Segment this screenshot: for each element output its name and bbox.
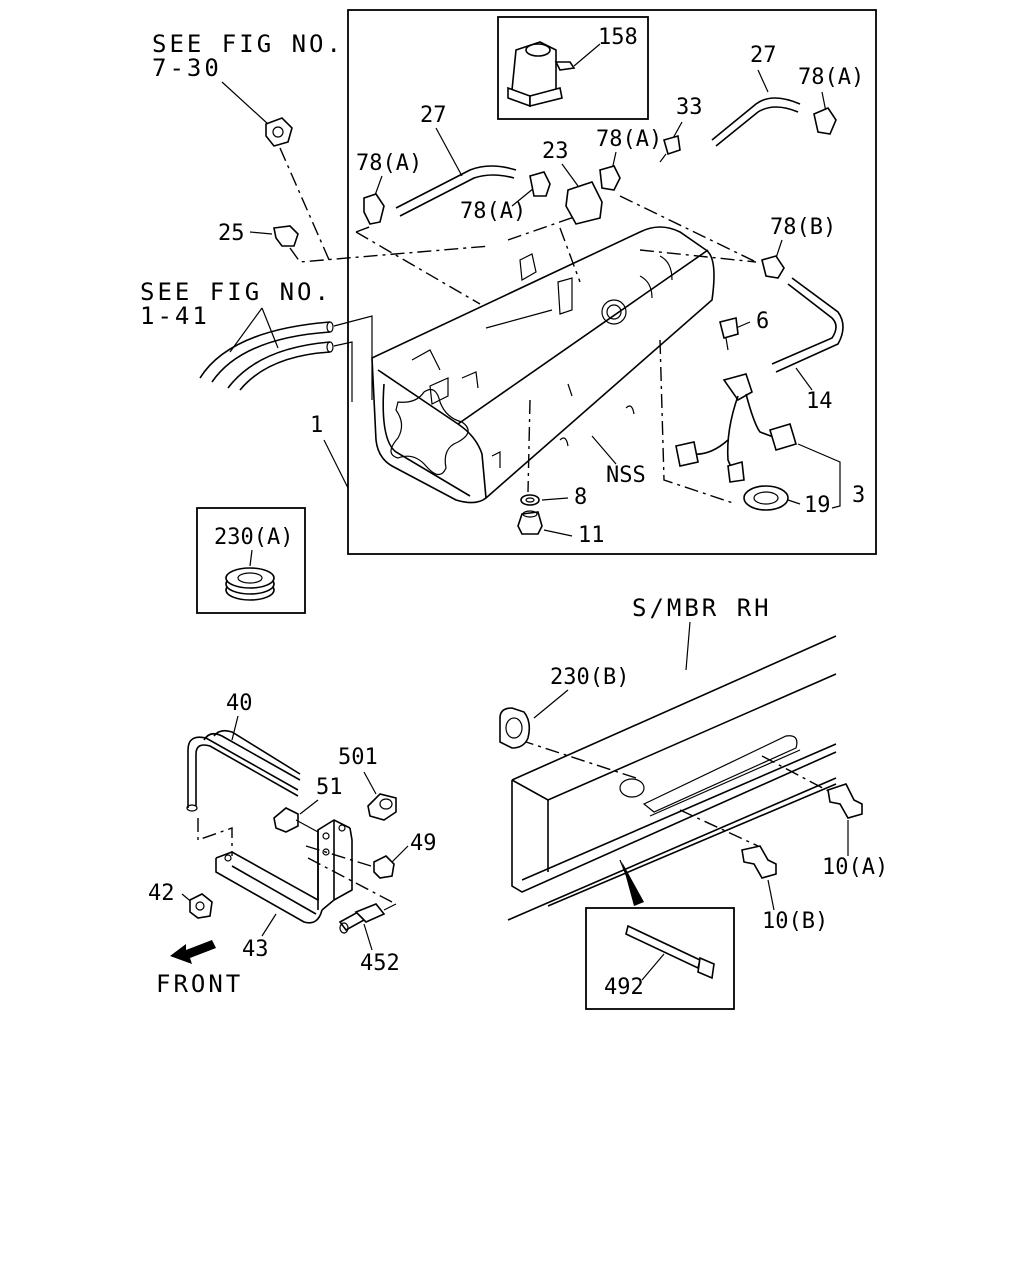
part-78a-clamp-right [813, 107, 837, 135]
callout-nss: NSS [606, 463, 646, 488]
part-452-fitting [338, 903, 386, 934]
part-33-screw [659, 134, 681, 163]
part-3-fuel-sender [675, 373, 797, 483]
callout-40: 40 [226, 691, 253, 716]
callout-78a-right: 78(A) [798, 65, 864, 90]
ref-fig-1-41-line2: 1-41 [140, 302, 210, 330]
front-direction-arrow-icon [170, 940, 216, 964]
part-230a-grommet [225, 567, 275, 601]
callout-3: 3 [852, 483, 865, 508]
part-492-cable-tie [625, 924, 715, 980]
fuel-tank-body [371, 226, 715, 504]
part-7-30-connector [265, 117, 293, 147]
ref-fig-1-41-line1: SEE FIG NO. [140, 278, 332, 306]
part-6-screw [719, 317, 739, 351]
callout-78a-center: 78(A) [596, 127, 662, 152]
callout-78a-left: 78(A) [356, 151, 422, 176]
part-11-drain-plug [517, 510, 543, 535]
part-501-bushing [367, 793, 397, 821]
callout-27-left: 27 [420, 103, 447, 128]
callout-158: 158 [598, 25, 638, 50]
part-42-nut [189, 893, 213, 919]
part-78b-clamp [761, 255, 785, 279]
callout-230b: 230(B) [550, 665, 629, 690]
part-19-gasket [743, 485, 789, 511]
callout-23: 23 [542, 139, 569, 164]
callout-51: 51 [316, 775, 343, 800]
part-158-inset-frame [497, 16, 649, 120]
part-27-right-hose [711, 97, 801, 147]
callout-11: 11 [578, 523, 605, 548]
front-direction-label: FRONT [156, 970, 243, 998]
callout-1: 1 [310, 413, 323, 438]
part-8-washer [520, 494, 540, 506]
part-25-clip [273, 225, 299, 247]
callout-10b: 10(B) [762, 909, 828, 934]
callout-78b: 78(B) [770, 215, 836, 240]
part-40-strap [186, 729, 301, 812]
callout-43: 43 [242, 937, 269, 962]
part-492-inset-frame [585, 907, 735, 1010]
part-14-hose [771, 277, 844, 373]
callout-492: 492 [604, 975, 644, 1000]
callout-452: 452 [360, 951, 400, 976]
part-78a-clamp-center [599, 165, 621, 191]
part-27-left-hose [395, 165, 517, 217]
part-43-bracket [215, 819, 353, 924]
callout-230a: 230(A) [214, 525, 293, 550]
callout-25: 25 [218, 221, 245, 246]
part-23-bracket [565, 181, 603, 225]
fuel-hoses-left [199, 315, 373, 402]
callout-19: 19 [804, 493, 831, 518]
part-10b-clip [741, 845, 777, 879]
callout-501: 501 [338, 745, 378, 770]
ref-fig-7-30-line1: SEE FIG NO. [152, 30, 344, 58]
side-member-rh [507, 635, 837, 921]
callout-42: 42 [148, 881, 175, 906]
part-230a-inset-frame [196, 507, 306, 614]
ref-fig-7-30-line2: 7-30 [152, 54, 222, 82]
part-49-nut [373, 855, 395, 879]
part-230b-grommet [499, 707, 531, 749]
part-78a-clamp-left [363, 193, 385, 225]
part-51-bolt [273, 807, 319, 833]
part-158-valve [507, 41, 576, 108]
callout-14: 14 [806, 389, 833, 414]
callout-8: 8 [574, 485, 587, 510]
part-10a-clip [827, 783, 863, 819]
callout-33: 33 [676, 95, 703, 120]
part-78a-clamp-middle [529, 171, 551, 197]
callout-10a: 10(A) [822, 855, 888, 880]
tank-assembly-frame [347, 9, 877, 555]
callout-27-right: 27 [750, 43, 777, 68]
callout-6: 6 [756, 309, 769, 334]
side-member-label: S/MBR RH [632, 594, 772, 622]
callout-49: 49 [410, 831, 437, 856]
